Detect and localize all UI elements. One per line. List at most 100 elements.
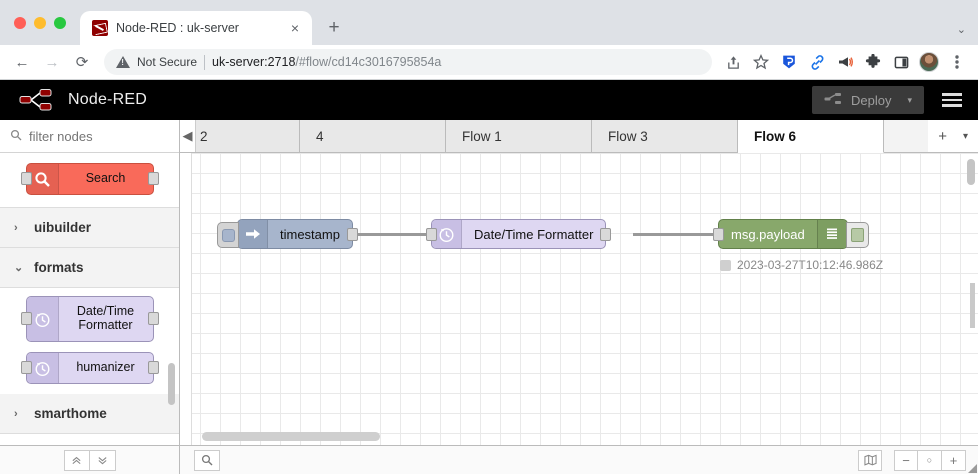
- expand-all-button[interactable]: [89, 449, 116, 471]
- chrome-menu-icon[interactable]: [944, 49, 970, 75]
- add-flow-button[interactable]: +: [938, 127, 947, 145]
- node-red-brand-label: Node-RED: [68, 91, 147, 108]
- node-red-header: Node-RED Deploy ▾: [0, 80, 978, 120]
- navigator-map-button[interactable]: [858, 449, 882, 471]
- palette-node-date-time-formatter[interactable]: Date/Time Formatter: [20, 296, 159, 342]
- canvas-vertical-scrollbar-track[interactable]: [970, 283, 975, 328]
- zoom-reset-button[interactable]: ○: [918, 449, 942, 471]
- chevron-right-icon: ›: [14, 407, 18, 420]
- node-red-favicon-icon: [92, 20, 108, 36]
- canvas-left-gutter: [180, 153, 192, 445]
- deploy-dropdown-caret-icon[interactable]: ▾: [907, 94, 912, 105]
- tab-list-chevron-down-icon[interactable]: ⌄: [956, 24, 966, 36]
- link-icon[interactable]: [804, 49, 830, 75]
- close-window-button[interactable]: [14, 16, 26, 29]
- browser-tab[interactable]: Node-RED : uk-server ×: [80, 11, 312, 45]
- flow-canvas[interactable]: timestamp Date/Time Formatter msg.payloa…: [180, 153, 978, 445]
- flow-tab-flow-3[interactable]: Flow 3: [592, 120, 738, 152]
- chevron-down-icon: ⌄: [14, 262, 24, 274]
- palette-category-uibuilder[interactable]: › uibuilder: [0, 208, 179, 248]
- canvas-horizontal-scrollbar[interactable]: [202, 432, 380, 441]
- palette-node-humanizer[interactable]: humanizer: [20, 352, 159, 384]
- address-bar[interactable]: Not Secure uk-server:2718/#flow/cd14c301…: [104, 49, 712, 75]
- palette-filter-row[interactable]: [0, 120, 179, 153]
- node-input-port: [20, 172, 32, 185]
- flow-node-date-time-formatter[interactable]: Date/Time Formatter: [426, 219, 612, 249]
- flow-tab-flow-1[interactable]: Flow 1: [446, 120, 592, 152]
- url-text: uk-server:2718/#flow/cd14c3016795854a: [212, 55, 441, 69]
- palette-footer: [0, 446, 180, 474]
- chevron-right-icon: ›: [14, 221, 18, 234]
- node-red-logo-icon: [18, 87, 58, 113]
- url-path: /#flow/cd14c3016795854a: [295, 55, 442, 69]
- inject-trigger-button[interactable]: [217, 222, 239, 248]
- zoom-out-button[interactable]: −: [894, 449, 918, 471]
- node-status-label: 2023-03-27T10:12:46.986Z: [737, 258, 884, 272]
- node-output-port: [147, 172, 159, 185]
- back-button[interactable]: ←: [14, 53, 30, 71]
- flow-node-label: msg.payload: [731, 226, 805, 242]
- node-input-port[interactable]: [713, 228, 724, 241]
- palette-featured-node-block: Search: [0, 153, 179, 208]
- palette-category-formats[interactable]: ⌄ formats: [0, 248, 179, 288]
- status-bar: − ○ +: [0, 445, 978, 474]
- clock-icon: [26, 353, 59, 383]
- window-resize-grip[interactable]: [968, 464, 977, 473]
- zoom-in-button[interactable]: +: [942, 449, 966, 471]
- side-panel-icon[interactable]: [888, 49, 914, 75]
- node-output-port[interactable]: [600, 228, 612, 241]
- node-red-logo[interactable]: Node-RED: [18, 87, 147, 113]
- wire-inject-to-formatter: [348, 233, 436, 236]
- palette-node-label: Search: [85, 171, 126, 186]
- browser-tabstrip: Node-RED : uk-server × + ⌄: [0, 0, 978, 45]
- flow-node-inject-timestamp[interactable]: timestamp: [217, 219, 358, 249]
- palette-category-smarthome[interactable]: › smarthome: [0, 394, 179, 434]
- palette-category-label: uibuilder: [34, 220, 91, 235]
- arrow-right-icon: [238, 220, 268, 248]
- flow-node-debug-msg-payload[interactable]: msg.payload: [713, 219, 869, 249]
- node-output-port: [147, 312, 159, 325]
- deploy-icon: [824, 92, 842, 109]
- filter-nodes-input[interactable]: [29, 128, 169, 144]
- omnibox-divider: [204, 54, 206, 70]
- node-input-port: [20, 312, 32, 325]
- megaphone-icon[interactable]: [832, 49, 858, 75]
- extensions-puzzle-icon[interactable]: [860, 49, 886, 75]
- flow-node-label: Date/Time Formatter: [474, 226, 594, 242]
- deploy-button-main[interactable]: Deploy: [812, 86, 903, 114]
- tab-scroll-left-icon[interactable]: ◀: [180, 120, 196, 152]
- canvas-vertical-scrollbar[interactable]: [967, 159, 975, 185]
- palette-node-label: humanizer: [76, 360, 135, 375]
- wire-formatter-to-debug: [633, 233, 723, 236]
- status-bar-right-actions: − ○ +: [858, 449, 978, 471]
- node-output-port[interactable]: [346, 228, 358, 241]
- main-menu-hamburger-icon[interactable]: [938, 89, 966, 111]
- security-status-label: Not Secure: [137, 55, 198, 69]
- debug-lines-icon: [816, 220, 847, 248]
- flow-list-chevron-down-icon[interactable]: ▾: [962, 130, 968, 142]
- reload-button[interactable]: ⟳: [75, 54, 89, 71]
- zoom-controls: − ○ +: [894, 449, 966, 471]
- bookmark-star-icon[interactable]: [748, 49, 774, 75]
- search-button[interactable]: [194, 449, 220, 471]
- flow-tab-flow-6[interactable]: Flow 6: [738, 120, 884, 153]
- close-tab-icon[interactable]: ×: [290, 20, 300, 36]
- password-manager-icon[interactable]: [776, 49, 802, 75]
- flow-tab-2[interactable]: 2: [196, 120, 300, 152]
- minimize-window-button[interactable]: [34, 16, 46, 29]
- debug-enable-toggle-button[interactable]: [845, 222, 869, 248]
- flow-tab-4[interactable]: 4: [300, 120, 446, 152]
- node-input-port[interactable]: [426, 228, 437, 241]
- palette-node-search[interactable]: Search: [20, 163, 159, 195]
- palette-vertical-scrollbar[interactable]: [168, 363, 175, 405]
- forward-button[interactable]: →: [44, 53, 60, 71]
- search-icon: [10, 129, 22, 144]
- collapse-all-button[interactable]: [63, 449, 90, 471]
- window-traffic-lights: [14, 0, 80, 45]
- profile-avatar[interactable]: [916, 49, 942, 75]
- deploy-button[interactable]: Deploy ▾: [812, 86, 924, 114]
- flow-tabbar-actions: + ▾: [928, 120, 978, 152]
- share-icon[interactable]: [720, 49, 746, 75]
- new-tab-button[interactable]: +: [328, 17, 340, 38]
- maximize-window-button[interactable]: [54, 16, 66, 29]
